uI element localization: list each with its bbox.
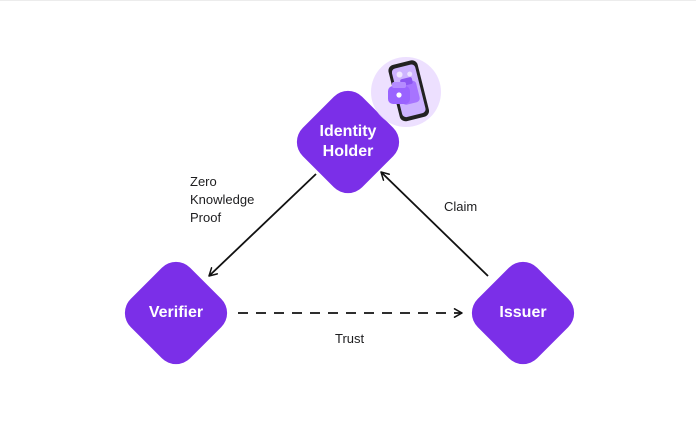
node-verifier-label: Verifier bbox=[148, 304, 204, 321]
node-issuer: Issuer bbox=[463, 253, 583, 373]
edge-label-trust: Trust bbox=[335, 331, 365, 346]
node-identity-holder: Identity Holder bbox=[288, 82, 408, 202]
node-holder-label: Identity Holder bbox=[319, 123, 377, 160]
node-issuer-label: Issuer bbox=[499, 304, 547, 321]
edge-label-claim: Claim bbox=[444, 199, 478, 214]
smartphone-wallet-icon bbox=[370, 56, 442, 128]
node-verifier: Verifier bbox=[116, 253, 236, 373]
edge-label-zero-knowledge-proof: Zero Knowledge Proof bbox=[190, 174, 255, 225]
edge-issuer-to-holder bbox=[380, 171, 489, 277]
edge-holder-to-verifier bbox=[208, 173, 317, 277]
top-divider bbox=[0, 0, 696, 1]
